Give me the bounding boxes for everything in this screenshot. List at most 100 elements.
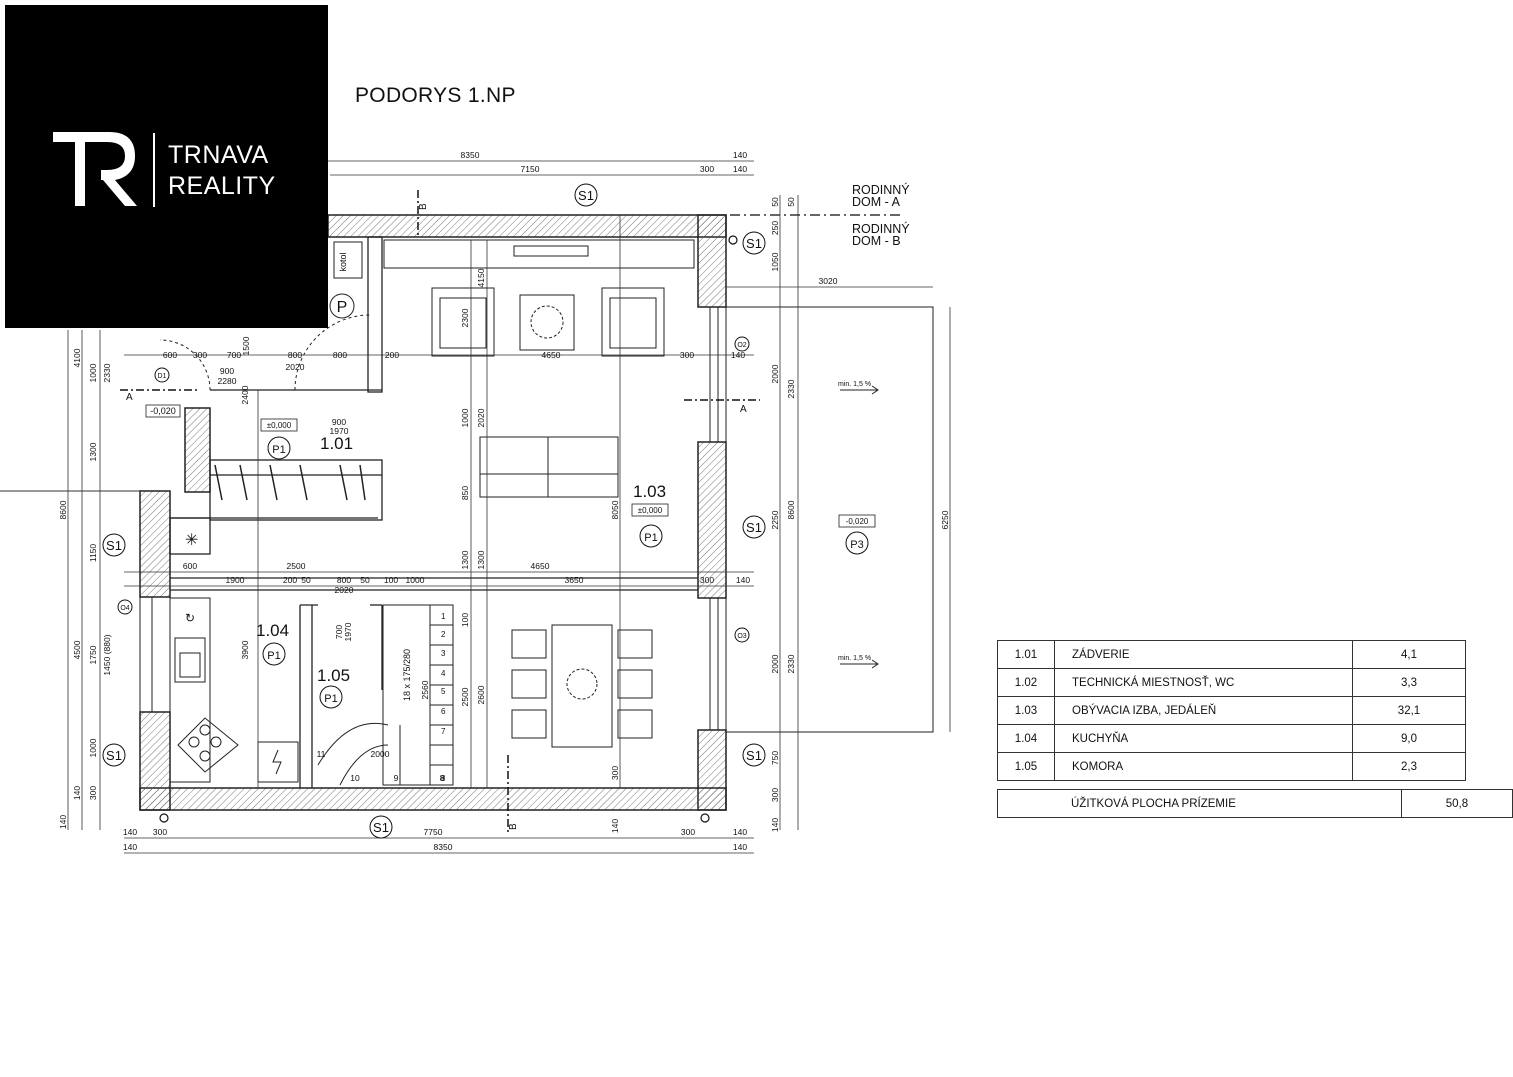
plan-title: PODORYS 1.NP — [355, 84, 516, 107]
svg-text:1500: 1500 — [241, 336, 251, 355]
svg-text:1000: 1000 — [406, 575, 425, 585]
svg-text:300: 300 — [700, 164, 714, 174]
svg-text:11: 11 — [317, 749, 326, 759]
svg-text:200: 200 — [385, 350, 399, 360]
svg-text:4100: 4100 — [72, 348, 82, 367]
wall-marker-s1: S1 — [578, 188, 594, 203]
svg-text:300: 300 — [193, 350, 207, 360]
svg-text:1300: 1300 — [476, 550, 486, 569]
wall-marker-s1: S1 — [746, 748, 762, 763]
svg-text:2500: 2500 — [287, 561, 306, 571]
room-floor-1-05: P1 — [324, 693, 337, 705]
svg-text:750: 750 — [770, 751, 780, 765]
svg-text:900: 900 — [220, 366, 234, 376]
svg-text:4500: 4500 — [72, 640, 82, 659]
svg-text:50: 50 — [786, 197, 796, 207]
svg-text:1150: 1150 — [88, 544, 98, 563]
svg-text:3020: 3020 — [819, 276, 838, 286]
room-name-cell: KUCHYŇA — [1054, 724, 1353, 753]
total-label: ÚŽITKOVÁ PLOCHA PRÍZEMIE — [997, 789, 1402, 818]
svg-text:1970: 1970 — [343, 622, 353, 641]
room-code-cell: 1.03 — [997, 696, 1055, 725]
brand-line-1: TRNAVA — [168, 141, 269, 169]
svg-text:2020: 2020 — [476, 408, 486, 427]
svg-text:2280: 2280 — [218, 376, 237, 386]
entry-level-label: -0,020 — [150, 406, 176, 416]
section-mark-b: B — [418, 203, 429, 210]
wall-marker-s1: S1 — [106, 538, 122, 553]
dimension-labels: 8350 7150 300 140 140 140 300 7750 300 1… — [58, 150, 950, 852]
svg-text:300: 300 — [153, 827, 167, 837]
svg-text:2250: 2250 — [770, 510, 780, 529]
svg-text:7: 7 — [441, 727, 446, 736]
svg-text:50: 50 — [360, 575, 370, 585]
svg-text:2560: 2560 — [420, 680, 430, 699]
svg-text:300: 300 — [680, 350, 694, 360]
room-code-cell: 1.02 — [997, 668, 1055, 697]
svg-text:2330: 2330 — [102, 363, 112, 382]
room-name-cell: ZÁDVERIE — [1054, 640, 1353, 669]
dimension-lines — [67, 160, 951, 854]
svg-text:8: 8 — [440, 773, 445, 783]
svg-text:700: 700 — [334, 625, 344, 639]
wall-marker-s1: S1 — [373, 820, 389, 835]
svg-text:2300: 2300 — [460, 308, 470, 327]
room-code-1-04: 1.04 — [256, 621, 289, 640]
svg-text:300: 300 — [88, 786, 98, 800]
svg-text:1000: 1000 — [88, 363, 98, 382]
svg-text:100: 100 — [384, 575, 398, 585]
slope-label: min. 1,5 % — [838, 381, 871, 388]
svg-text:2330: 2330 — [786, 654, 796, 673]
room-floor-1-04: P1 — [267, 650, 280, 662]
svg-text:2400: 2400 — [240, 385, 250, 404]
svg-text:2: 2 — [441, 630, 446, 639]
svg-text:50: 50 — [301, 575, 311, 585]
svg-text:1300: 1300 — [460, 550, 470, 569]
svg-text:3: 3 — [441, 649, 446, 658]
svg-text:140: 140 — [736, 575, 750, 585]
section-mark-a: A — [126, 392, 133, 403]
logo-divider — [153, 133, 155, 207]
terrace — [725, 306, 934, 733]
svg-text:1050: 1050 — [770, 252, 780, 271]
svg-text:1900: 1900 — [226, 575, 245, 585]
svg-text:↻: ↻ — [185, 611, 195, 625]
section-mark-b: B — [508, 823, 519, 830]
svg-text:2600: 2600 — [476, 685, 486, 704]
svg-text:4650: 4650 — [542, 350, 561, 360]
wall-marker-s1: S1 — [746, 520, 762, 535]
neighbor-a-line1: RODINNÝ — [852, 182, 910, 197]
svg-text:140: 140 — [123, 842, 137, 852]
svg-text:800: 800 — [333, 350, 347, 360]
boiler-label: kotol — [338, 252, 348, 271]
svg-text:140: 140 — [770, 818, 780, 832]
room-level-1-01: ±0,000 — [267, 421, 292, 430]
wall-marker-s1: S1 — [106, 748, 122, 763]
svg-text:3650: 3650 — [565, 575, 584, 585]
svg-text:600: 600 — [183, 561, 197, 571]
svg-text:2000: 2000 — [770, 654, 780, 673]
svg-text:200: 200 — [283, 575, 297, 585]
svg-text:6250: 6250 — [940, 510, 950, 529]
svg-text:7150: 7150 — [521, 164, 540, 174]
svg-text:50: 50 — [770, 197, 780, 207]
svg-text:8350: 8350 — [434, 842, 453, 852]
svg-text:140: 140 — [58, 815, 68, 829]
svg-text:✳: ✳ — [185, 532, 198, 549]
svg-text:300: 300 — [700, 575, 714, 585]
svg-text:900: 900 — [332, 417, 346, 427]
svg-text:2000: 2000 — [371, 749, 390, 759]
area-total: ÚŽITKOVÁ PLOCHA PRÍZEMIE 50,8 — [997, 789, 1513, 818]
svg-text:2020: 2020 — [286, 362, 305, 372]
slope-label: min. 1,5 % — [838, 655, 871, 662]
svg-text:7750: 7750 — [424, 827, 443, 837]
svg-text:250: 250 — [770, 221, 780, 235]
svg-text:1000: 1000 — [88, 738, 98, 757]
svg-text:4: 4 — [441, 669, 446, 678]
room-floor-1-03: P1 — [644, 532, 657, 544]
svg-text:8600: 8600 — [786, 500, 796, 519]
total-value: 50,8 — [1400, 789, 1513, 818]
